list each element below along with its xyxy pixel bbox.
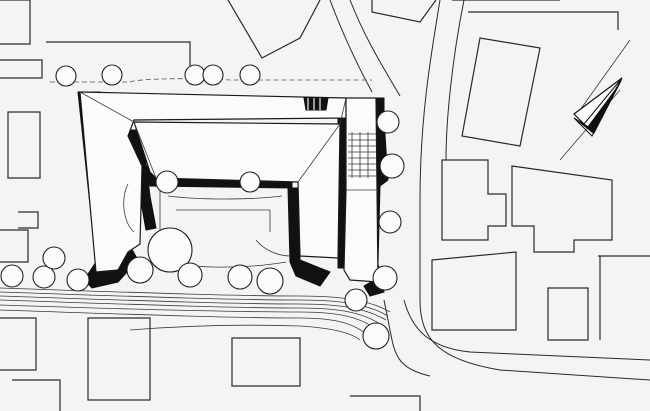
roof-courtyard-wing [133,121,341,259]
north-arrow-icon [573,77,623,137]
roads [329,0,650,381]
stair-hatch [303,97,376,178]
trees [0,64,405,350]
riverbank-lines [0,287,391,341]
site-boundary-line [50,78,372,83]
